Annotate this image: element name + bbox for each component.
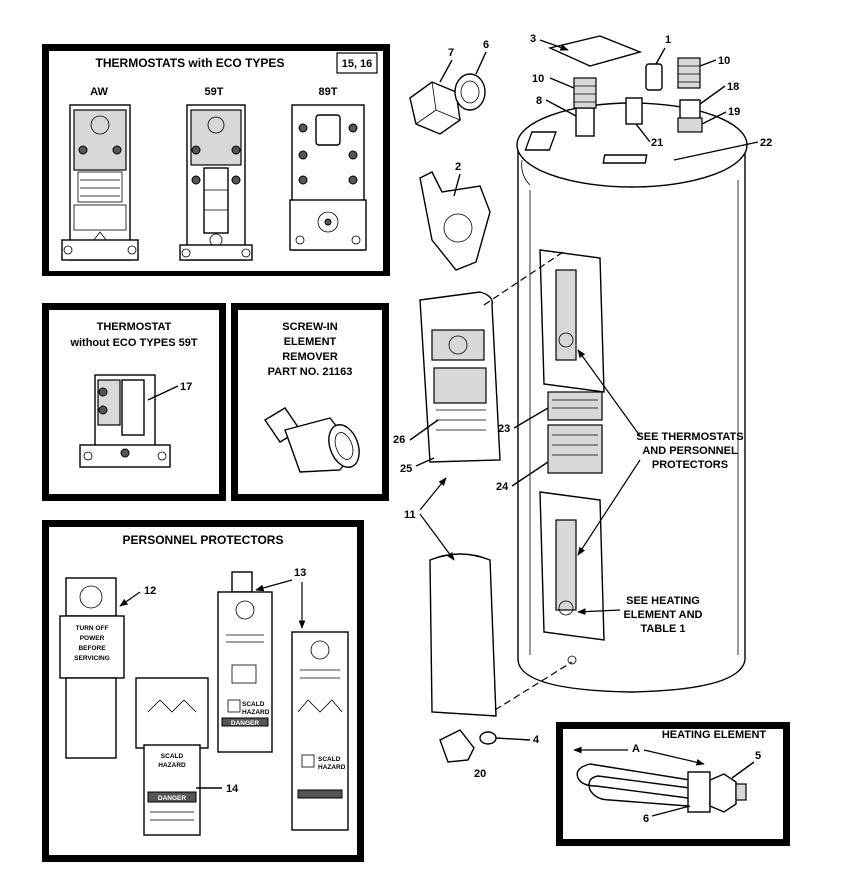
part-19 — [677, 117, 703, 133]
callout-13: 13 — [294, 567, 306, 579]
part-21 — [625, 97, 643, 125]
thermostat-89t-drawing — [289, 104, 367, 251]
callout-26: 22 — [760, 137, 772, 149]
callout-19: 19 — [728, 106, 740, 118]
protector-card-13b: SCALD HAZARD — [291, 631, 349, 831]
heating-element-drawing — [576, 763, 747, 813]
thermostat-aw-drawing — [61, 104, 139, 261]
protector-card-12: TURN OFF POWER BEFORE SERVICING — [59, 577, 125, 759]
part-20-drain-valve — [439, 729, 497, 763]
heating-element-panel: HEATING ELEMENT A 5 6 — [556, 722, 790, 846]
type-59t-label: 59T — [205, 86, 224, 98]
callout-10-left: 10 — [532, 73, 544, 85]
heating-element-title: HEATING ELEMENT — [662, 729, 767, 741]
water-heater-tank — [516, 35, 748, 693]
part-6-ring — [454, 73, 486, 111]
remover-line1: SCREW-IN — [282, 321, 337, 333]
svg-text:SCALD: SCALD — [318, 756, 341, 763]
protector-card-14: SCALD HAZARD DANGER — [135, 677, 209, 836]
part-1 — [645, 63, 663, 91]
svg-text:DANGER: DANGER — [158, 795, 186, 802]
no-eco-title-line2: without ECO TYPES 59T — [69, 337, 197, 349]
svg-text:HAZARD: HAZARD — [242, 709, 270, 716]
part-2-bracket — [419, 171, 491, 271]
callout-5: 5 — [755, 750, 761, 762]
thermostats-eco-ref: 15, 16 — [342, 58, 373, 70]
part-4-cover — [547, 35, 643, 67]
callout-24: 25 — [400, 463, 412, 475]
svg-text:BEFORE: BEFORE — [78, 645, 106, 652]
personnel-protectors-panel: PERSONNEL PROTECTORS TURN OFF POWER BEFO… — [42, 520, 364, 862]
note-heating-line1: SEE HEATING — [626, 595, 700, 607]
lower-front-cover — [429, 553, 497, 717]
callout-1: 1 — [665, 34, 671, 46]
part-18 — [679, 99, 701, 121]
svg-text:SERVICING: SERVICING — [74, 655, 110, 662]
callout-25: 26 — [393, 434, 405, 446]
upper-front-cover — [419, 291, 501, 463]
svg-text:SCALD: SCALD — [242, 701, 265, 708]
nipple-10-right — [677, 57, 701, 89]
callout-7: 7 — [448, 47, 454, 59]
note-heating-line3: TABLE 1 — [640, 623, 685, 635]
svg-text:TURN OFF: TURN OFF — [76, 625, 109, 632]
callout-21: 21 — [651, 137, 663, 149]
svg-text:POWER: POWER — [80, 635, 105, 642]
remover-line3: REMOVER — [282, 351, 338, 363]
callout-6-element: 6 — [643, 813, 649, 825]
callout-20: 20 — [474, 768, 486, 780]
callout-10-right: 10 — [718, 55, 730, 67]
callout-23: 24 — [496, 481, 509, 493]
callout-17: 17 — [180, 381, 192, 393]
thermostats-eco-panel: THERMOSTATS with ECO TYPES 15, 16 AW 59T… — [42, 44, 390, 276]
thermostat-no-eco-panel: THERMOSTAT without ECO TYPES 59T 17 — [42, 303, 226, 501]
callout-18: 18 — [727, 81, 739, 93]
callout-11: 11 — [404, 509, 416, 521]
type-aw-label: AW — [90, 86, 108, 98]
type-89t-label: 89T — [319, 86, 338, 98]
part-7-cap — [409, 81, 461, 135]
thermostat-59t-drawing — [179, 104, 253, 261]
callout-8: 8 — [536, 95, 542, 107]
thermostats-eco-title: THERMOSTATS with ECO TYPES — [96, 56, 285, 70]
personnel-protectors-title: PERSONNEL PROTECTORS — [123, 533, 284, 547]
nipple-10-left — [573, 77, 597, 109]
svg-text:HAZARD: HAZARD — [318, 764, 346, 771]
note-thermostats-line1: SEE THERMOSTATS — [636, 431, 743, 443]
svg-text:SCALD: SCALD — [161, 753, 184, 760]
no-eco-title-line1: THERMOSTAT — [97, 321, 172, 333]
callout-4: 3 — [530, 33, 536, 45]
remover-line2: ELEMENT — [284, 336, 337, 348]
callout-12: 12 — [144, 585, 156, 597]
note-thermostats-line2: AND PERSONNEL — [642, 445, 738, 457]
element-remover-drawing — [264, 407, 360, 473]
ref-box — [336, 52, 378, 74]
remover-line4: PART NO. 21163 — [268, 366, 353, 378]
callout-3: 4 — [533, 734, 540, 746]
callout-6: 6 — [483, 39, 489, 51]
svg-text:DANGER: DANGER — [231, 720, 259, 727]
callout-22: 23 — [498, 423, 510, 435]
heating-dim-a: A — [632, 743, 640, 755]
callout-2: 2 — [455, 161, 461, 173]
callout-14: 14 — [226, 783, 239, 795]
note-heating-line2: ELEMENT AND — [623, 609, 702, 621]
thermostat-no-eco-drawing — [79, 374, 171, 468]
protector-card-13a: SCALD HAZARD DANGER — [217, 571, 273, 753]
note-thermostats-line3: PROTECTORS — [652, 459, 728, 471]
element-remover-panel: SCREW-IN ELEMENT REMOVER PART NO. 21163 — [231, 303, 389, 501]
svg-text:HAZARD: HAZARD — [158, 762, 186, 769]
